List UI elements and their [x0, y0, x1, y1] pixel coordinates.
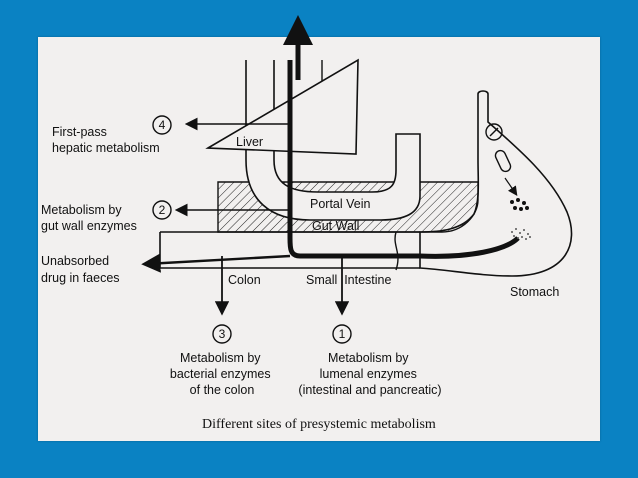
site-4-marker: 4 [152, 115, 172, 135]
site-4-text: First-pass hepatic metabolism [52, 125, 160, 155]
capsule-icon [494, 149, 512, 173]
portal-vein-label: Portal Vein [310, 197, 371, 211]
site-1-text: Metabolism by lumenal enzymes (intestina… [298, 351, 441, 397]
svg-text:3: 3 [219, 327, 226, 341]
gut-wall-label: Gut Wall [312, 219, 359, 233]
svg-text:1: 1 [339, 327, 346, 341]
drug-pathway [287, 60, 520, 259]
unabsorbed-text: Unabsorbed drug in faeces [41, 254, 120, 285]
site-1-marker: 1 [332, 324, 352, 344]
site-2-marker: 2 [152, 200, 172, 220]
dissolved-drug-icon [511, 228, 531, 240]
granules-icon [510, 198, 529, 211]
small-intestine-label: Small Intestine [306, 273, 392, 287]
site-2-text: Metabolism by gut wall enzymes [41, 203, 137, 233]
svg-text:4: 4 [159, 118, 166, 132]
arrow-unabsorbed [141, 253, 291, 273]
site-3-text: Metabolism by bacterial enzymes of the c… [170, 351, 274, 397]
stomach-label: Stomach [510, 285, 559, 299]
colon-label: Colon [228, 273, 261, 287]
diagram-caption: Different sites of presystemic metabolis… [202, 417, 436, 432]
tablet-icon [485, 123, 503, 141]
svg-text:2: 2 [159, 203, 166, 217]
liver-shape [205, 58, 359, 155]
liver-label: Liver [236, 135, 263, 149]
site-3-marker: 3 [212, 324, 232, 344]
duct-line [394, 231, 399, 271]
